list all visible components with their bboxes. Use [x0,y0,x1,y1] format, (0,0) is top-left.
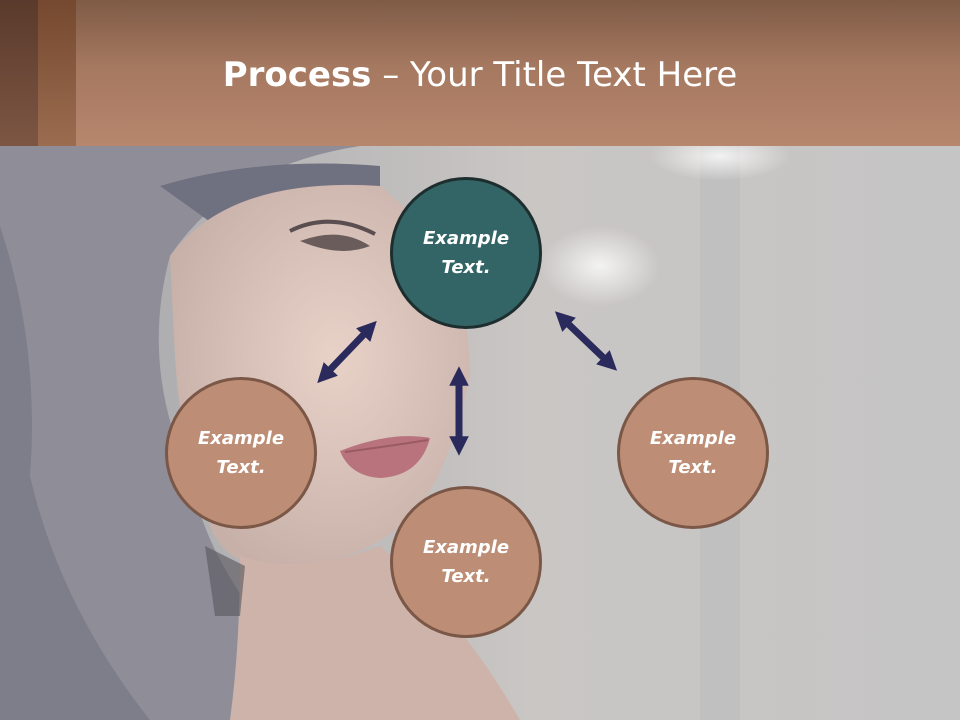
process-node-top: Example Text. [390,177,542,329]
title-bar: Process – Your Title Text Here [0,0,960,146]
process-node-bottom: Example Text. [390,486,542,638]
node-right-text: Example Text. [649,428,737,478]
process-node-left: Example Text. [165,377,317,529]
slide-title-rest: – Your Title Text Here [371,55,738,95]
arrow-top-left [317,320,377,384]
node-left-text: Example Text. [197,428,285,478]
node-bottom-text: Example Text. [422,537,510,587]
node-top-text: Example Text. [422,228,510,278]
process-node-right: Example Text. [617,377,769,529]
arrow-top-right [554,311,618,371]
slide-title-bold: Process [222,55,372,95]
header-accent-stripe [0,0,38,146]
header-accent-stripe-2 [38,0,76,146]
slide-title: Process – Your Title Text Here [0,52,960,98]
